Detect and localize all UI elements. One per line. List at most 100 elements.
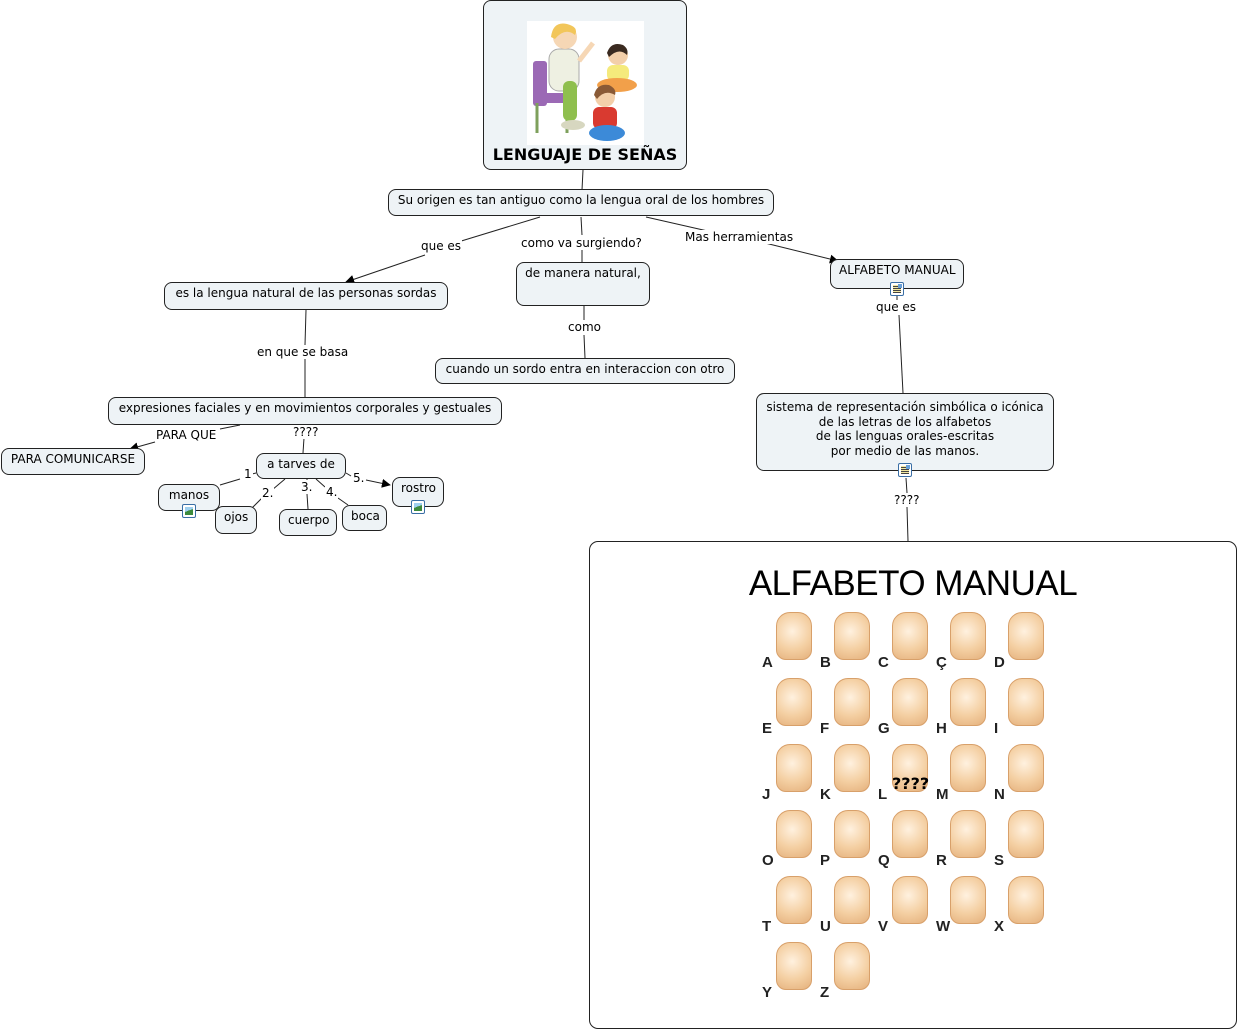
link-label-en-que-se-basa: en que se basa bbox=[256, 345, 350, 359]
image-icon[interactable] bbox=[182, 504, 196, 518]
link-label-mas-herramientas: Mas herramientas bbox=[684, 230, 795, 244]
node-sistema[interactable]: sistema de representación simbólica o ic… bbox=[756, 393, 1054, 471]
node-interaccion[interactable]: cuando un sordo entra en interaccion con… bbox=[435, 358, 735, 384]
hand-icon bbox=[834, 744, 870, 792]
hand-sign-y: Y bbox=[760, 938, 818, 1002]
link-2-ojos bbox=[251, 497, 263, 509]
hand-sign-e: E bbox=[760, 674, 818, 738]
hand-sign-letter: A bbox=[762, 654, 773, 671]
node-boca-text: boca bbox=[351, 509, 380, 523]
hand-sign-j: J bbox=[760, 740, 818, 804]
hand-sign-z: Z bbox=[818, 938, 876, 1002]
hand-sign-t: T bbox=[760, 872, 818, 936]
node-manos-text: manos bbox=[168, 488, 210, 502]
link-atraves-4 bbox=[315, 478, 326, 488]
node-alfabeto-manual-text: ALFABETO MANUAL bbox=[839, 263, 956, 277]
node-boca[interactable]: boca bbox=[342, 505, 387, 531]
link-como-interaccion bbox=[583, 334, 586, 359]
node-interaccion-text: cuando un sordo entra en interaccion con… bbox=[445, 362, 725, 376]
hand-sign-c: C bbox=[876, 608, 934, 672]
link-label-question-1: ???? bbox=[292, 425, 320, 439]
hand-sign-f: F bbox=[818, 674, 876, 738]
link-label-2: 2. bbox=[261, 486, 275, 500]
link-atraves-5 bbox=[345, 472, 352, 477]
hand-icon bbox=[950, 744, 986, 792]
link-herramientas-alfabeto bbox=[764, 242, 839, 264]
link-label-3: 3. bbox=[300, 480, 314, 494]
link-label-que-es-2: que es bbox=[875, 300, 918, 314]
link-expresiones-paraque bbox=[219, 424, 241, 430]
hand-sign-letter: E bbox=[762, 720, 773, 737]
node-manera-natural-text: de manera natural, bbox=[525, 266, 641, 280]
link-label-como: como bbox=[567, 320, 602, 334]
link-origen-herramientas bbox=[645, 216, 713, 233]
hand-sign-n: N bbox=[992, 740, 1050, 804]
hand-icon bbox=[834, 876, 870, 924]
hand-sign-o: O bbox=[760, 806, 818, 870]
hand-sign-w: W bbox=[934, 872, 992, 936]
hand-icon bbox=[776, 612, 812, 660]
link-label-question-2: ???? bbox=[893, 493, 921, 507]
hand-icon bbox=[950, 678, 986, 726]
hand-sign-letter: L bbox=[878, 786, 888, 803]
hand-icon bbox=[776, 678, 812, 726]
hand-icon bbox=[892, 744, 928, 792]
node-cuerpo[interactable]: cuerpo bbox=[279, 509, 337, 536]
hand-icon bbox=[892, 876, 928, 924]
hand-sign-letter: I bbox=[994, 720, 999, 737]
link-label-para-que: PARA QUE bbox=[155, 428, 218, 442]
node-manera-natural[interactable]: de manera natural, bbox=[516, 262, 650, 306]
hand-icon bbox=[892, 678, 928, 726]
node-sistema-line-3: de las lenguas orales-escritas bbox=[815, 429, 995, 443]
document-icon[interactable] bbox=[898, 463, 912, 477]
link-4-boca bbox=[337, 497, 349, 506]
hand-sign-letter: W bbox=[936, 918, 951, 935]
hand-sign-letter: B bbox=[820, 654, 831, 671]
hand-icon bbox=[1008, 678, 1044, 726]
node-sistema-line-2: de las letras de los alfabetos bbox=[818, 414, 992, 429]
link-label-1: 1 bbox=[243, 467, 253, 481]
node-expresiones[interactable]: expresiones faciales y en movimientos co… bbox=[108, 397, 502, 425]
node-ojos[interactable]: ojos bbox=[215, 506, 257, 534]
root-node-lenguaje-de-senas[interactable]: LENGUAJE DE SEÑAS bbox=[483, 0, 687, 170]
hand-icon bbox=[776, 744, 812, 792]
link-atraves-1 bbox=[251, 472, 257, 475]
link-paraque-comunicarse bbox=[129, 441, 156, 452]
hand-icon bbox=[834, 678, 870, 726]
node-para-comunicarse[interactable]: PARA COMUNICARSE bbox=[1, 448, 145, 475]
hand-icon bbox=[950, 810, 986, 858]
node-lengua-natural[interactable]: es la lengua natural de las personas sor… bbox=[164, 282, 448, 310]
image-icon[interactable] bbox=[411, 500, 425, 514]
hand-sign-p: P bbox=[818, 806, 876, 870]
hand-icon bbox=[892, 612, 928, 660]
node-origen-text: Su origen es tan antiguo como la lengua … bbox=[397, 193, 765, 207]
hand-sign-u: U bbox=[818, 872, 876, 936]
hand-sign-letter: R bbox=[936, 852, 947, 869]
hand-sign-letter: J bbox=[762, 786, 771, 803]
hand-sign-letter: U bbox=[820, 918, 831, 935]
alphabet-image-title: ALFABETO MANUAL bbox=[748, 564, 1078, 603]
hand-icon bbox=[1008, 612, 1044, 660]
hand-icon bbox=[950, 612, 986, 660]
node-sistema-line-1: sistema de representación simbólica o ic… bbox=[766, 400, 1044, 414]
hand-sign-i: I bbox=[992, 674, 1050, 738]
node-sistema-line-4: por medio de las manos. bbox=[830, 443, 980, 458]
hand-sign-letter: K bbox=[820, 786, 831, 803]
hand-icon bbox=[834, 612, 870, 660]
link-que-es-lengua bbox=[345, 254, 426, 284]
node-a-traves-de[interactable]: a tarves de bbox=[256, 453, 346, 479]
hand-sign-v: V bbox=[876, 872, 934, 936]
node-origen[interactable]: Su origen es tan antiguo como la lengua … bbox=[388, 189, 774, 216]
node-manos[interactable]: manos bbox=[158, 484, 220, 511]
hand-sign-h: H bbox=[934, 674, 992, 738]
link-1-manos bbox=[219, 478, 241, 486]
hand-icon bbox=[776, 876, 812, 924]
node-expresiones-text: expresiones faciales y en movimientos co… bbox=[118, 401, 492, 415]
node-para-comunicarse-text: PARA COMUNICARSE bbox=[10, 452, 136, 466]
hand-sign-letter: H bbox=[936, 720, 947, 737]
hand-sign-l: L bbox=[876, 740, 934, 804]
document-icon[interactable] bbox=[890, 282, 904, 296]
hand-sign-letter: C bbox=[878, 654, 889, 671]
